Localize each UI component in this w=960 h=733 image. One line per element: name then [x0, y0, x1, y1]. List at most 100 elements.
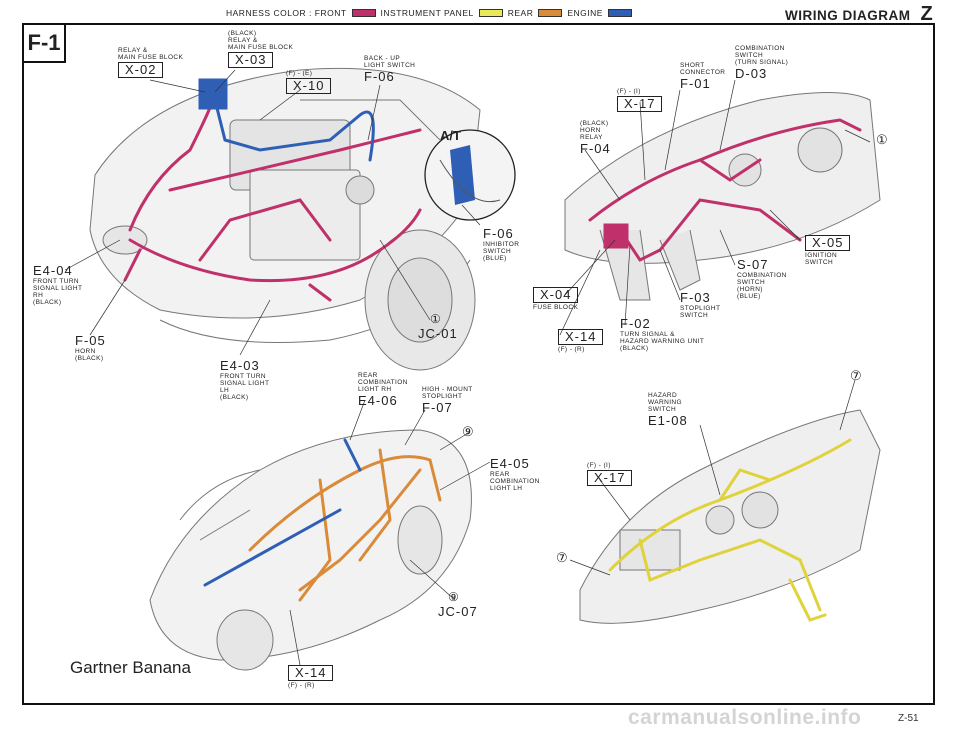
label-x04: X-04 FUSE BLOCK [533, 286, 579, 311]
rear-swatch [538, 9, 563, 17]
f07-code: F-07 [422, 400, 453, 415]
page-title: WIRING DIAGRAM Z [785, 3, 933, 26]
f03-code: F-03 [680, 290, 711, 305]
label-jc07: ⑨ JC-07 [438, 590, 478, 619]
footer-site-watermark: carmanualsonline.info [628, 706, 862, 729]
label-f05: F-05 HORN (BLACK) [75, 333, 106, 362]
jc01-circle: ① [430, 312, 441, 326]
e108-code: E1-08 [648, 413, 688, 428]
dashboard-front-harness [588, 118, 862, 262]
e403-desc-4: (BLACK) [220, 394, 249, 401]
x05-desc-1: IGNITION [805, 252, 838, 259]
f01-code: F-01 [680, 76, 711, 91]
rear-engine-harness [203, 438, 362, 587]
e404-code: E4-04 [33, 263, 73, 278]
x04-code: X-04 [533, 287, 579, 303]
x02-desc-2: MAIN FUSE BLOCK [118, 54, 184, 61]
label-f07: HIGH - MOUNT STOPLIGHT F-07 [422, 386, 473, 415]
label-e108: HAZARD WARNING SWITCH E1-08 [648, 392, 688, 428]
x03-desc-1: (BLACK) [228, 30, 257, 37]
legend-engine: ENGINE [567, 8, 603, 18]
front-swatch [351, 9, 376, 17]
label-f03: F-03 STOPLIGHT SWITCH [680, 290, 720, 319]
label-f02: F-02 TURN SIGNAL & HAZARD WARNING UNIT (… [620, 316, 704, 352]
x03-desc-2: RELAY & [228, 37, 258, 44]
label-d03: COMBINATION SWITCH (TURN SIGNAL) D-03 [735, 45, 788, 81]
e406-desc-1: REAR [358, 372, 378, 379]
instrument-panel-harness [608, 438, 852, 622]
x02-desc-1: RELAY & [118, 47, 148, 54]
dashboard-illustration [564, 92, 881, 301]
title-text: WIRING DIAGRAM [785, 8, 911, 23]
f01-desc-1: SHORT [680, 62, 705, 69]
f06b-code: F-06 [483, 226, 514, 241]
diagram-frame [22, 23, 935, 705]
e405-desc-3: LIGHT LH [490, 485, 523, 492]
f06b-desc-1: INHIBITOR [483, 241, 520, 248]
e403-desc-2: SIGNAL LIGHT [220, 380, 270, 387]
harness-color-legend: HARNESS COLOR : FRONT INSTRUMENT PANEL R… [226, 8, 632, 18]
e403-code: E4-03 [220, 358, 260, 373]
s07-code: S-07 [737, 257, 769, 272]
e403-desc-3: LH [220, 387, 230, 394]
circle-7-top: ⑦ [850, 368, 862, 383]
f07-desc-2: STOPLIGHT [422, 393, 463, 400]
e406-desc-3: LIGHT RH [358, 386, 392, 393]
x10-pre: (F) - (E) [286, 70, 313, 77]
f02-code: F-02 [620, 316, 651, 331]
label-e403: E4-03 FRONT TURN SIGNAL LIGHT LH (BLACK) [220, 358, 269, 401]
x17a-code: X-17 [617, 96, 663, 112]
label-e406: REAR COMBINATION LIGHT RH E4-06 [358, 372, 408, 408]
jc07-circle: ⑨ [448, 590, 459, 604]
title-letter: Z [920, 3, 934, 25]
e405-desc-2: COMBINATION [490, 478, 540, 485]
x14a-code: X-14 [558, 329, 604, 345]
label-x17-bottom: (F) - (I) X-17 [587, 462, 633, 487]
e405-desc-1: REAR [490, 471, 510, 478]
at-inset [424, 129, 516, 221]
d03-desc-1: COMBINATION [735, 45, 785, 52]
jc07-code: JC-07 [438, 604, 478, 619]
f06b-desc-2: SWITCH [483, 248, 512, 255]
label-jc01: ① JC-01 [418, 312, 458, 341]
f07-desc-1: HIGH - MOUNT [422, 386, 473, 393]
f03-desc-1: STOPLIGHT [680, 305, 721, 312]
label-f06-inhibitor: F-06 INHIBITOR SWITCH (BLUE) [483, 226, 519, 262]
s07-desc-2: SWITCH [737, 279, 766, 286]
x10-code: X-10 [286, 78, 332, 94]
f05-desc-2: (BLACK) [75, 355, 104, 362]
e108-desc-3: SWITCH [648, 406, 677, 413]
f05-code: F-05 [75, 333, 106, 348]
s07-desc-1: COMBINATION [737, 272, 787, 279]
legend-rear: REAR [507, 8, 534, 18]
label-f01: SHORT CONNECTOR F-01 [680, 62, 725, 91]
e405-code: E4-05 [490, 456, 530, 471]
circle-1-right: ① [876, 132, 888, 147]
instrument-panel-illustration [579, 409, 881, 624]
label-x17-top: (F) - (I) X-17 [617, 88, 663, 113]
label-f06-backup: BACK - UP LIGHT SWITCH F-06 [364, 55, 415, 84]
rear-car-illustration [149, 429, 472, 671]
label-x05: X-05 IGNITION SWITCH [805, 234, 851, 266]
leader-lines [64, 69, 871, 666]
x04-desc-1: FUSE BLOCK [533, 304, 579, 311]
x02-code: X-02 [118, 62, 164, 78]
s07-desc-3: (HORN) [737, 286, 763, 293]
label-e404: E4-04 FRONT TURN SIGNAL LIGHT RH (BLACK) [33, 263, 82, 306]
e404-desc-1: FRONT TURN [33, 278, 80, 285]
x03-code: X-03 [228, 52, 274, 68]
circle-9-top: ⑨ [462, 424, 474, 439]
e404-desc-2: SIGNAL LIGHT [33, 285, 83, 292]
x17b-pre: (F) - (I) [587, 462, 611, 469]
d03-desc-3: (TURN SIGNAL) [735, 59, 789, 66]
f06b-desc-3: (BLUE) [483, 255, 507, 262]
watermark-text: Gartner Banana [70, 658, 191, 677]
e108-desc-2: WARNING [648, 399, 682, 406]
f04-desc-3: RELAY [580, 134, 603, 141]
x17b-code: X-17 [587, 470, 633, 486]
engine-bay-illustration [89, 67, 481, 371]
x05-code: X-05 [805, 235, 851, 251]
f04-desc-1: (BLACK) [580, 120, 609, 127]
f04-desc-2: HORN [580, 127, 601, 134]
